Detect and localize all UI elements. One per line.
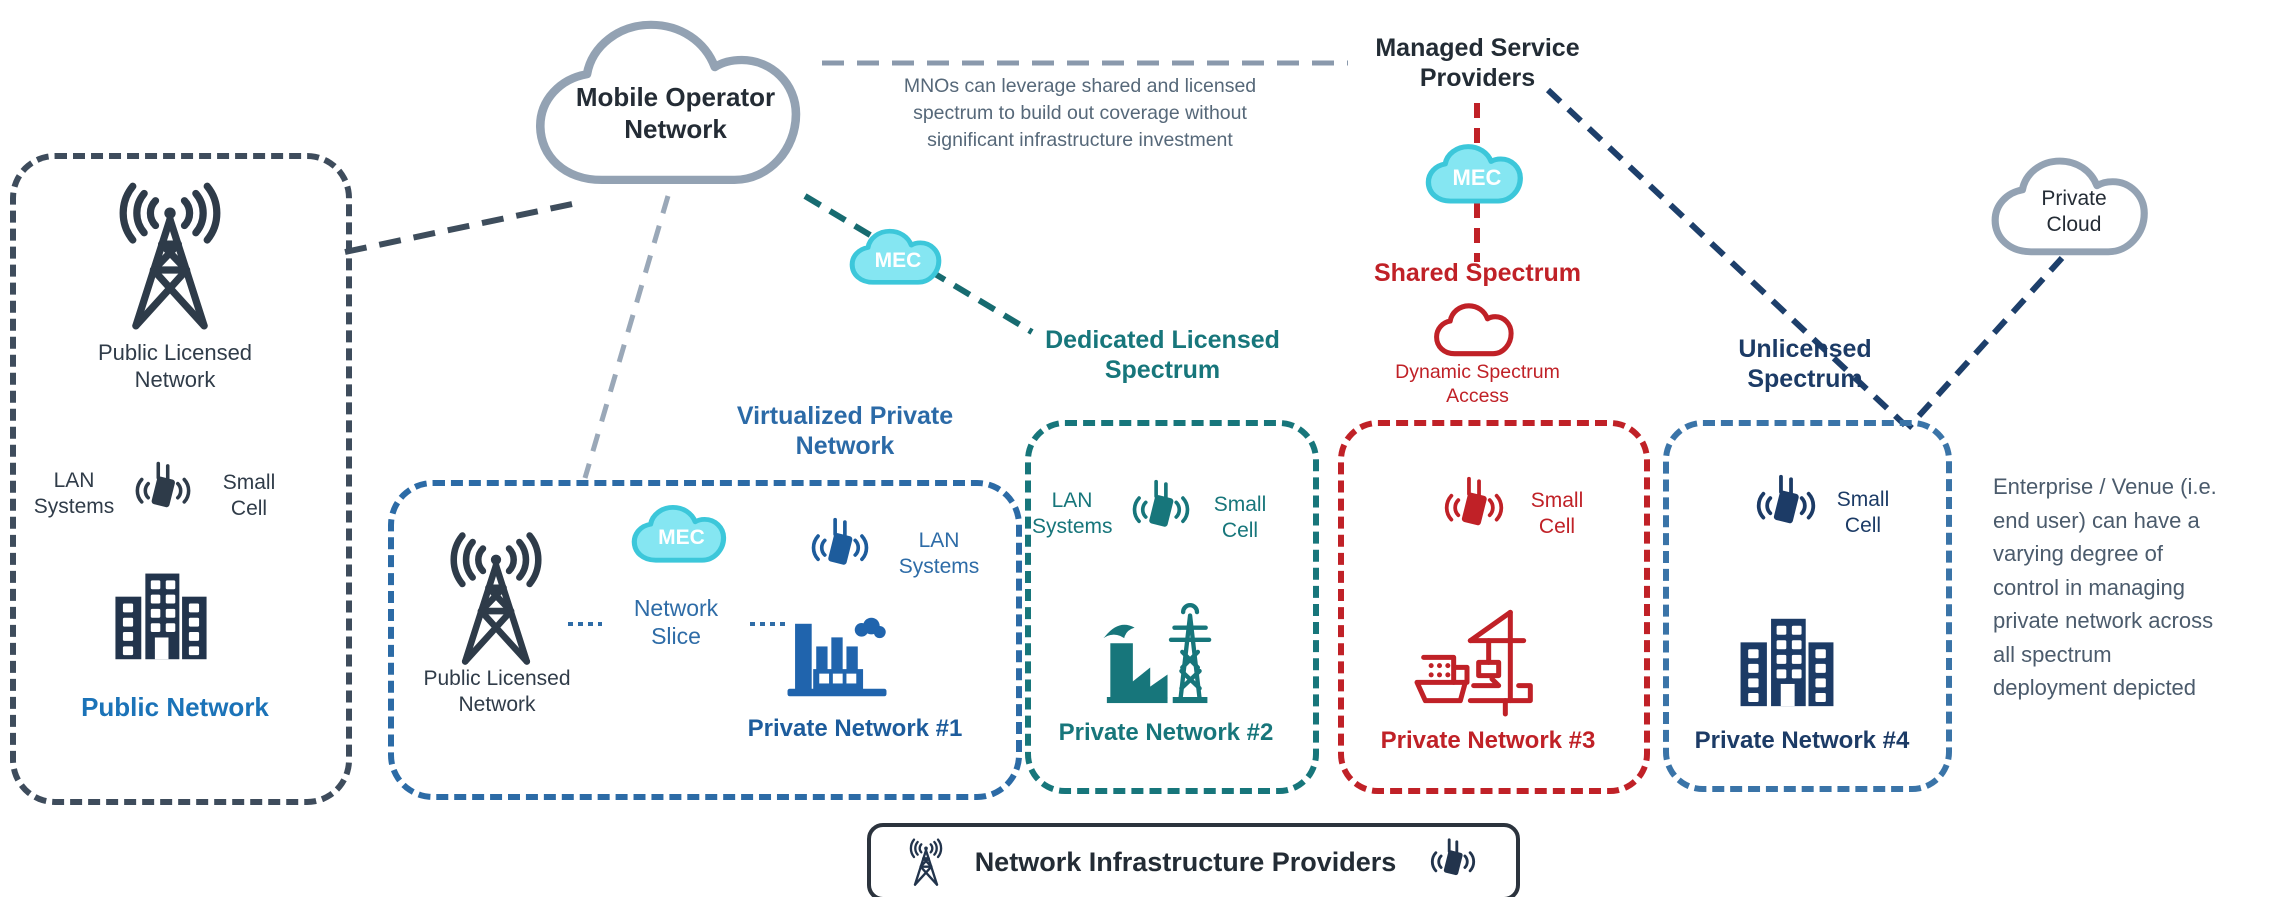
public-network-box — [10, 153, 352, 805]
private-network-2-box — [1025, 420, 1319, 794]
small-cell-icon — [1432, 475, 1516, 541]
managed-service-providers-title: Managed Service Providers — [1375, 34, 1580, 92]
factory-icon — [786, 600, 888, 708]
small-cell-icon — [1118, 478, 1204, 542]
crane-ship-icon — [1412, 594, 1537, 719]
buildings-icon — [1735, 600, 1839, 718]
small-cell-icon — [1422, 837, 1484, 887]
pn4-small-cell-label: Small Cell — [1836, 488, 1890, 537]
small-cell-label: Small Cell — [222, 471, 276, 520]
lan-systems-label: LAN Systems — [33, 469, 115, 518]
network-slice-label: Network Slice — [633, 595, 719, 649]
private-cloud-label: Private Cloud — [2041, 187, 2107, 236]
enterprise-note: Enterprise / Venue (i.e. end user) can h… — [1993, 474, 2217, 700]
legend-label: Network Infrastructure Providers — [974, 846, 1397, 877]
mobile-operator-label: Mobile Operator Network — [575, 82, 776, 144]
vpn-mec-cloud: MEC — [630, 501, 733, 565]
vpn-box — [388, 480, 1022, 800]
private-cloud: Private Cloud — [1988, 150, 2160, 260]
line-mno-to-vpn — [582, 195, 671, 479]
mec-label: MEC — [874, 249, 922, 272]
factory-pylon-icon — [1093, 598, 1223, 718]
cell-tower-icon — [903, 837, 949, 887]
unlicensed-spectrum-title: Unlicensed Spectrum — [1738, 335, 1872, 393]
small-cell-icon — [798, 516, 882, 580]
mobile-operator-cloud: Mobile Operator Network — [528, 6, 823, 194]
vpn-public-licensed-label: Public Licensed Network — [423, 667, 571, 716]
pn3-small-cell-label: Small Cell — [1530, 489, 1584, 538]
vpn-title: Virtualized Private Network — [736, 402, 954, 460]
public-network-name: Public Network — [81, 692, 269, 722]
pn2-lan-systems-label: LAN Systems — [1032, 489, 1113, 538]
dedicated-mec-cloud: MEC — [848, 225, 948, 287]
msp-mec-cloud: MEC — [1424, 140, 1530, 206]
private-network-4-name: Private Network #4 — [1694, 727, 1910, 754]
dedicated-spectrum-title: Dedicated Licensed Spectrum — [1045, 326, 1280, 384]
private-network-3-name: Private Network #3 — [1380, 727, 1596, 754]
dynamic-spectrum-access-label: Dynamic Spectrum Access — [1395, 361, 1560, 407]
cell-tower-icon — [95, 178, 245, 333]
network-infrastructure-providers-legend: Network Infrastructure Providers — [867, 823, 1520, 897]
cell-tower-icon — [440, 522, 552, 674]
buildings-icon — [110, 556, 212, 670]
small-cell-icon — [122, 460, 204, 522]
private-network-2-name: Private Network #2 — [1058, 719, 1274, 746]
private-network-4-box — [1663, 420, 1952, 792]
shared-spectrum-title: Shared Spectrum — [1373, 259, 1581, 287]
mec-label: MEC — [658, 526, 705, 549]
dynamic-spectrum-cloud-icon — [1433, 300, 1519, 358]
private-network-3-box — [1338, 420, 1650, 794]
small-cell-icon — [1745, 473, 1827, 539]
mec-label: MEC — [1452, 165, 1502, 190]
line-publicbox-to-mno — [344, 200, 578, 255]
vpn-lan-systems-label: LAN Systems — [898, 529, 980, 578]
pn2-small-cell-label: Small Cell — [1213, 493, 1267, 542]
public-licensed-network-label: Public Licensed Network — [97, 340, 253, 392]
private-network-1-name: Private Network #1 — [747, 715, 963, 742]
mno-note: MNOs can leverage shared and licensed sp… — [903, 75, 1257, 151]
